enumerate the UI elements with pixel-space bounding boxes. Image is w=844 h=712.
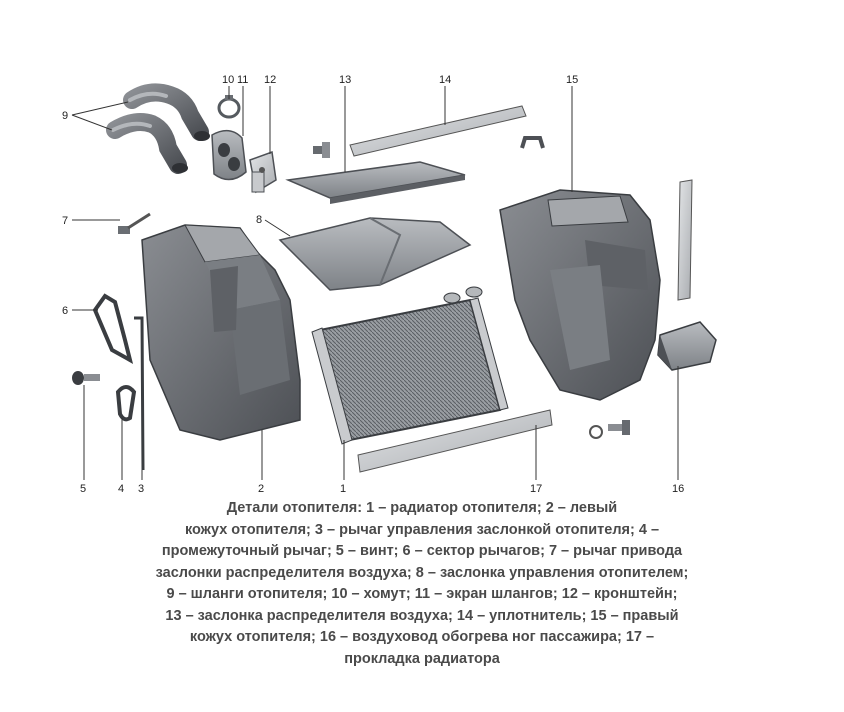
screw (72, 371, 100, 385)
bracket (249, 150, 277, 194)
callout-2: 2 (258, 483, 264, 495)
callout-3: 3 (138, 483, 144, 495)
callout-1: 1 (340, 483, 346, 495)
heater-radiator (311, 286, 509, 445)
clip (520, 136, 545, 149)
callout-12: 12 (264, 74, 276, 86)
right-heater-housing (499, 189, 661, 401)
callout-7: 7 (62, 215, 68, 227)
callout-6: 6 (62, 305, 68, 317)
hose-screen (211, 129, 247, 181)
heater-hoses (106, 83, 210, 174)
side-seal (677, 179, 693, 301)
left-heater-housing (141, 224, 301, 441)
radiator-gasket (357, 409, 553, 473)
air-distributor-damper (285, 161, 466, 204)
figure-caption: Детали отопителя: 1 – радиатор отопителя… (30, 498, 814, 670)
callout-15: 15 (566, 74, 578, 86)
heater-parts-diagram: 1 2 3 4 5 6 7 8 9 10 11 12 13 14 15 16 1… (62, 74, 717, 495)
lever-sector (92, 293, 134, 364)
callout-9: 9 (62, 110, 68, 122)
callout-11: 11 (237, 74, 248, 86)
callout-16: 16 (672, 483, 684, 495)
passenger-foot-duct (657, 321, 717, 371)
callout-17: 17 (530, 483, 542, 495)
callout-14: 14 (439, 74, 451, 86)
caption-line: 13 – заслонка распределителя воздуха; 14… (165, 607, 679, 624)
callout-13: 13 (339, 74, 351, 86)
washer-screw (589, 420, 630, 439)
caption-line: кожух отопителя; 3 – рычаг управления за… (184, 521, 660, 538)
callout-10: 10 (222, 74, 234, 86)
caption-line: Детали отопителя: 1 – радиатор отопителя… (226, 500, 618, 516)
screw-top (313, 142, 330, 158)
leader-lines (71, 86, 679, 480)
heater-control-damper (278, 217, 472, 291)
air-distributor-lever (118, 212, 151, 234)
caption-line: заслонки распределителя воздуха; 8 – зас… (155, 564, 689, 581)
caption-line: 9 – шланги отопителя; 10 – хомут; 11 – э… (166, 586, 678, 602)
callout-4: 4 (118, 483, 124, 495)
intermediate-lever (115, 385, 137, 422)
seal (349, 105, 527, 157)
callout-8: 8 (256, 214, 262, 226)
callout-5: 5 (80, 483, 86, 495)
caption-line: прокладка радиатора (344, 650, 500, 667)
control-lever (134, 316, 145, 471)
caption-line: кожух отопителя; 16 – воздуховод обогрев… (189, 629, 655, 645)
caption-line: промежуточный рычаг; 5 – винт; 6 – секто… (161, 543, 683, 559)
